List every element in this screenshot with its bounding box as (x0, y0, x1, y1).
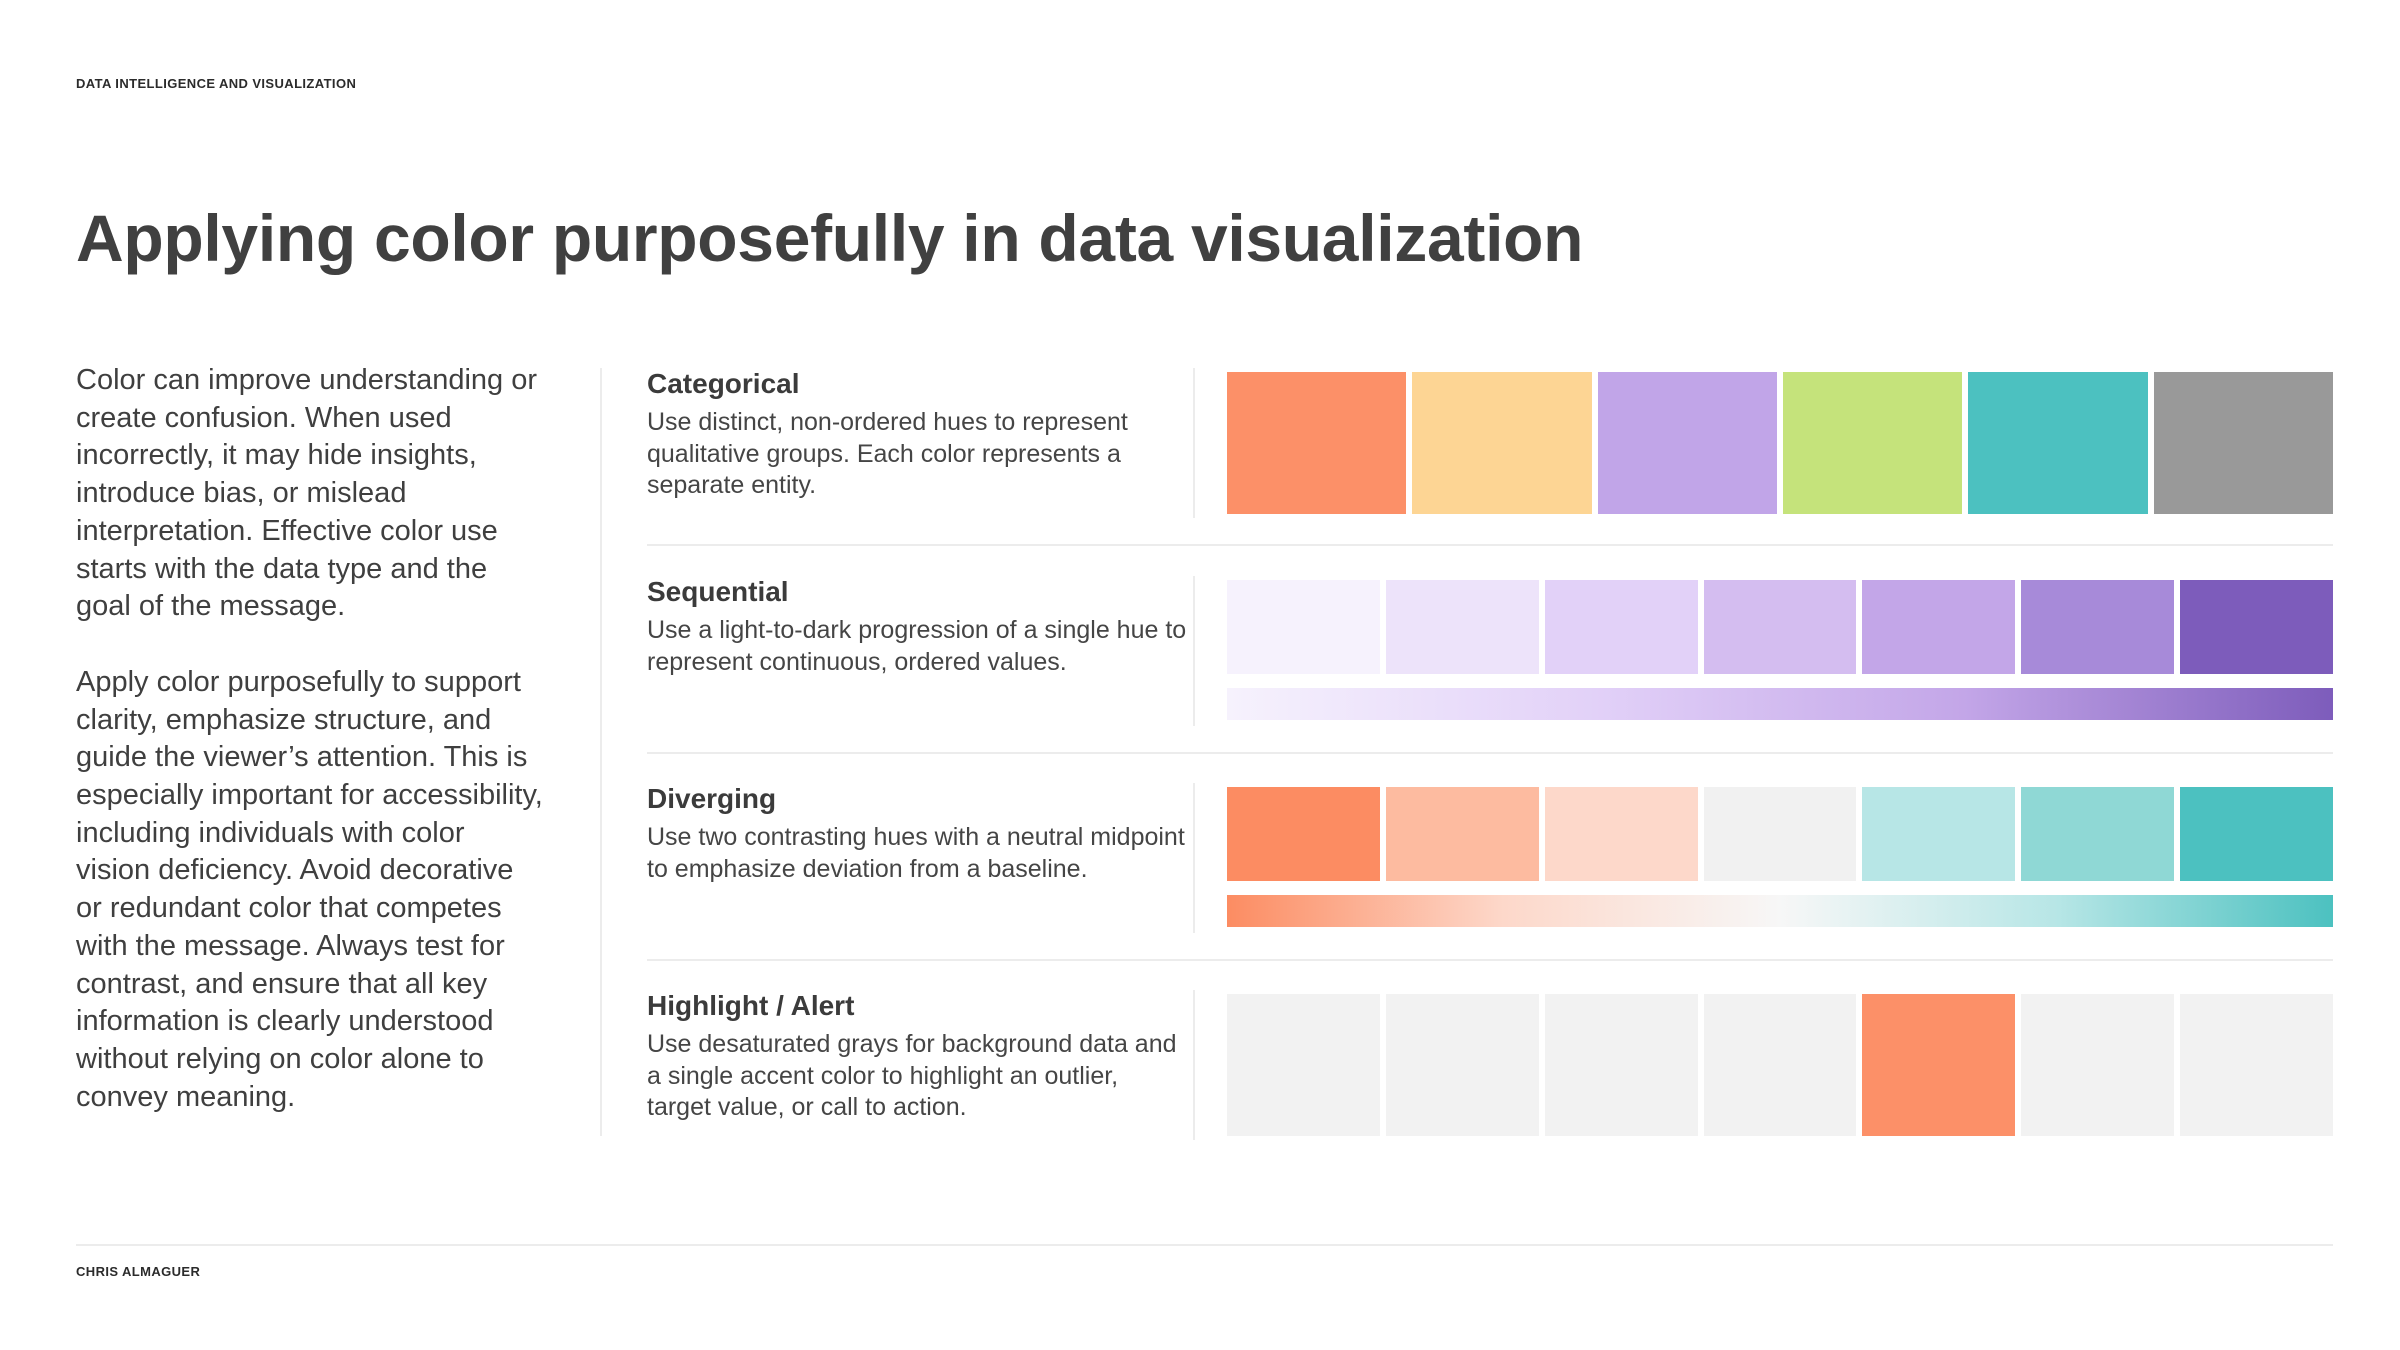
column-divider (600, 368, 602, 1136)
section-title: Diverging (647, 783, 777, 814)
section-header: Highlight / Alert Use desaturated grays … (647, 990, 1187, 1124)
color-swatch (2021, 580, 2175, 674)
color-swatch (2180, 994, 2334, 1136)
color-swatch (1385, 994, 1539, 1136)
color-swatch (1544, 580, 1698, 674)
color-swatch (1227, 787, 1380, 881)
section-categorical: Categorical Use distinct, non-ordered hu… (647, 368, 2333, 518)
section-header: Diverging Use two contrasting hues with … (647, 783, 1187, 885)
color-swatch (1968, 372, 2148, 514)
color-swatch (1782, 372, 1963, 514)
section-description: Use distinct, non-ordered hues to repres… (647, 408, 1128, 499)
section-divider (1193, 576, 1195, 726)
color-swatch (1597, 372, 1777, 514)
section-highlight-alert: Highlight / Alert Use desaturated grays … (647, 990, 2334, 1140)
section-diverging: Diverging Use two contrasting hues with … (647, 783, 2334, 933)
color-swatch (1862, 580, 2016, 674)
swatch-row (1227, 580, 2334, 674)
color-swatch (1703, 994, 1857, 1136)
author-name: CHRIS ALMAGUER (76, 1264, 201, 1279)
color-swatch (1227, 580, 1380, 674)
color-swatch (2021, 787, 2175, 881)
row-divider (647, 959, 2333, 961)
color-swatch (1544, 994, 1698, 1136)
section-divider (1193, 368, 1195, 518)
color-swatch (1703, 787, 1857, 881)
section-title: Categorical (647, 368, 800, 399)
intro-paragraph-1: Color can improve understanding or creat… (76, 364, 538, 623)
row-divider (647, 752, 2333, 754)
section-description: Use desaturated grays for background dat… (647, 1030, 1177, 1121)
color-swatch (1862, 787, 2016, 881)
color-swatch (2021, 994, 2175, 1136)
color-swatch (1385, 580, 1539, 674)
page-title: Applying color purposefully in data visu… (76, 201, 1584, 275)
intro-paragraph-2: Apply color purposefully to support clar… (76, 665, 543, 1113)
color-swatch (1227, 372, 1407, 514)
section-description: Use a light-to-dark progression of a sin… (647, 616, 1187, 676)
swatch-row (1227, 372, 2333, 514)
section-title: Highlight / Alert (647, 990, 855, 1021)
section-description: Use two contrasting hues with a neutral … (647, 823, 1185, 883)
section-header: Categorical Use distinct, non-ordered hu… (647, 368, 1187, 502)
swatch-row (1227, 787, 2334, 881)
intro-text: Color can improve understanding or creat… (76, 362, 546, 1154)
section-title: Sequential (647, 576, 789, 607)
row-divider (647, 544, 2333, 546)
color-swatch (2180, 580, 2334, 674)
color-swatch (1703, 580, 1857, 674)
color-swatch (1862, 994, 2016, 1136)
color-swatch (1544, 787, 1698, 881)
color-swatch (2153, 372, 2333, 514)
color-swatch (1385, 787, 1539, 881)
color-swatch (1227, 994, 1380, 1136)
eyebrow-label: DATA INTELLIGENCE AND VISUALIZATION (76, 76, 357, 91)
section-divider (1193, 783, 1195, 933)
swatch-row (1227, 994, 2334, 1136)
section-sequential: Sequential Use a light-to-dark progressi… (647, 576, 2334, 726)
footer-divider (76, 1244, 2333, 1246)
color-swatch (2180, 787, 2334, 881)
gradient-ramp (1227, 895, 2333, 927)
section-header: Sequential Use a light-to-dark progressi… (647, 576, 1187, 678)
gradient-ramp (1227, 688, 2333, 720)
section-divider (1193, 990, 1195, 1140)
color-swatch (1412, 372, 1592, 514)
